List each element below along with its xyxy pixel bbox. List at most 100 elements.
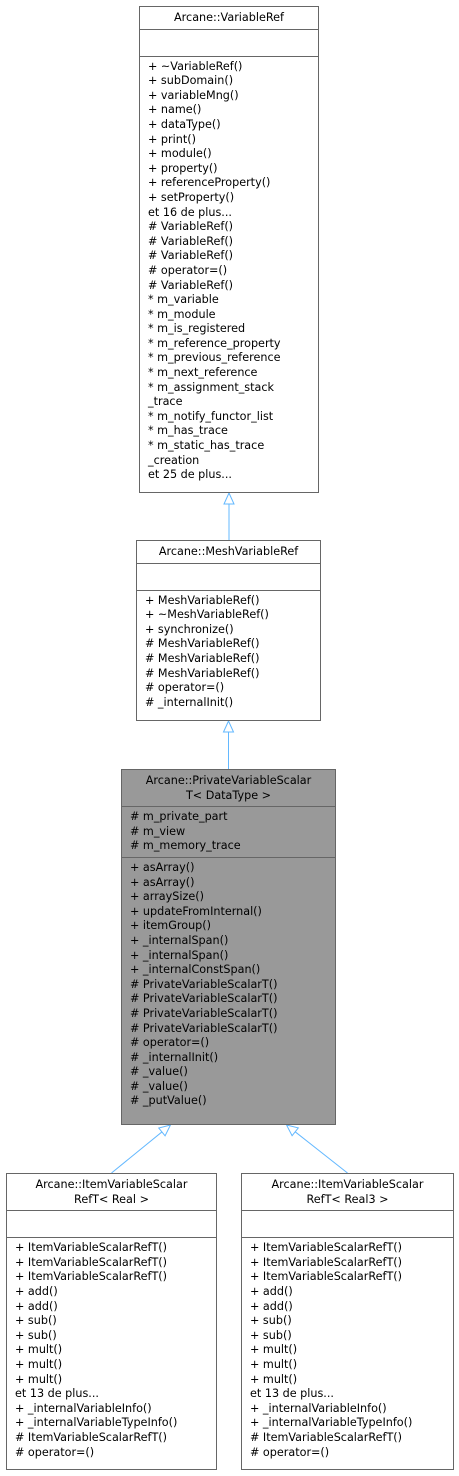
method-item: * m_is_registered <box>148 322 246 336</box>
method-item: # PrivateVariableScalarT() <box>130 1021 278 1035</box>
class-attributes <box>137 562 320 590</box>
method-item: # operator=() <box>15 1445 95 1459</box>
method-item: # operator=() <box>145 681 225 695</box>
method-item: + mult() <box>250 1343 298 1357</box>
class-name-line: Arcane::MeshVariableRef <box>158 545 299 558</box>
method-item: # _internalInit() <box>145 695 234 709</box>
method-item: + sub() <box>250 1314 292 1328</box>
class-name-line: RefT< Real3 > <box>306 1192 389 1206</box>
method-item: # MeshVariableRef() <box>145 637 260 651</box>
method-item: # operator=() <box>250 1445 330 1459</box>
method-item: # operator=() <box>148 263 228 277</box>
class-name-line: Arcane::PrivateVariableScalar <box>145 774 312 787</box>
method-item: et 13 de plus... <box>250 1387 334 1401</box>
method-item: # VariableRef() <box>148 278 234 292</box>
method-item: # PrivateVariableScalarT() <box>130 992 278 1006</box>
method-item: # VariableRef() <box>148 234 234 248</box>
inheritance-arrowhead <box>285 1124 300 1137</box>
method-item: * m_assignment_stack <box>148 380 275 394</box>
method-item: + ~VariableRef() <box>148 59 243 73</box>
method-item: + variableMng() <box>148 88 239 102</box>
method-item: + add() <box>250 1284 293 1298</box>
method-item: + _internalVariableInfo() <box>15 1401 152 1415</box>
method-item: * m_has_trace <box>148 424 228 438</box>
class-title: Arcane::VariableRef <box>140 7 318 29</box>
method-item: + _internalVariableInfo() <box>250 1401 387 1415</box>
method-item: _creation <box>148 453 200 467</box>
method-item: # PrivateVariableScalarT() <box>130 977 278 991</box>
method-item: + _internalVariableTypeInfo() <box>15 1416 178 1430</box>
method-item: + _internalSpan() <box>130 948 229 962</box>
method-item: + print() <box>148 132 196 146</box>
method-item: + asArray() <box>130 860 195 874</box>
method-item: + dataType() <box>148 117 221 131</box>
class-node-variable-ref[interactable]: Arcane::VariableRef + ~VariableRef()+ su… <box>139 6 319 493</box>
method-item: + sub() <box>15 1328 57 1342</box>
method-item: + add() <box>250 1299 293 1313</box>
inheritance-arrowhead <box>222 719 235 733</box>
method-item: + _internalVariableTypeInfo() <box>250 1416 413 1430</box>
method-item: # PrivateVariableScalarT() <box>130 1006 278 1020</box>
method-item: + add() <box>15 1284 58 1298</box>
class-attributes <box>140 28 318 56</box>
attribute-item: # m_private_part <box>130 810 228 824</box>
method-item: + ItemVariableScalarRefT() <box>250 1270 403 1284</box>
attribute-item: # m_view <box>130 824 186 838</box>
method-item: # VariableRef() <box>148 249 234 263</box>
method-item: # ItemVariableScalarRefT() <box>15 1430 168 1444</box>
method-item: # _internalInit() <box>130 1050 219 1064</box>
class-methods: + asArray()+ asArray()+ arraySize()+ upd… <box>122 856 335 1112</box>
method-item: + ItemVariableScalarRefT() <box>15 1241 168 1255</box>
method-item: + arraySize() <box>130 890 204 904</box>
method-item: # MeshVariableRef() <box>145 666 260 680</box>
method-item: et 16 de plus... <box>148 205 232 219</box>
class-attributes: # m_private_part# m_view# m_memory_trace <box>122 806 335 857</box>
class-node-mesh-variable-ref[interactable]: Arcane::MeshVariableRef + MeshVariableRe… <box>136 540 321 721</box>
method-item: et 13 de plus... <box>15 1387 99 1401</box>
method-item: + mult() <box>15 1372 63 1386</box>
inheritance-arrowhead <box>157 1124 172 1137</box>
method-item: + synchronize() <box>145 622 234 636</box>
class-name-line: RefT< Real > <box>74 1192 149 1206</box>
method-item: + setProperty() <box>148 190 235 204</box>
class-methods: + MeshVariableRef()+ ~MeshVariableRef()+… <box>137 589 320 714</box>
method-item: # MeshVariableRef() <box>145 651 260 665</box>
method-item: + sub() <box>15 1314 57 1328</box>
method-item: * m_variable <box>148 293 219 307</box>
method-item: + property() <box>148 161 218 175</box>
method-item: et 25 de plus... <box>148 468 232 482</box>
class-name-line: Arcane::ItemVariableScalar <box>271 1178 424 1191</box>
method-item: # operator=() <box>130 1036 210 1050</box>
method-item: + mult() <box>250 1357 298 1371</box>
method-item: * m_previous_reference <box>148 351 281 365</box>
class-methods: + ~VariableRef()+ subDomain()+ variableM… <box>140 55 318 486</box>
method-item: + mult() <box>250 1372 298 1386</box>
class-name-line: Arcane::ItemVariableScalar <box>35 1178 188 1191</box>
method-item: + add() <box>15 1299 58 1313</box>
method-item: + name() <box>148 103 202 117</box>
class-methods: + ItemVariableScalarRefT() + ItemVariable… <box>7 1237 216 1463</box>
method-item: * m_next_reference <box>148 366 258 380</box>
method-item: * m_notify_functor_list <box>148 409 274 423</box>
attribute-item: # m_memory_trace <box>130 839 241 853</box>
method-item: + asArray() <box>130 875 195 889</box>
method-item: # _putValue() <box>130 1094 207 1108</box>
method-item: + ItemVariableScalarRefT() <box>15 1270 168 1284</box>
method-item: + _internalSpan() <box>130 933 229 947</box>
method-item: + module() <box>148 147 212 161</box>
method-item: + ItemVariableScalarRefT() <box>250 1255 403 1269</box>
method-item: + itemGroup() <box>130 919 211 933</box>
method-item: + subDomain() <box>148 74 234 88</box>
method-item: # _value() <box>130 1065 188 1079</box>
inheritance-edge <box>285 1124 348 1174</box>
method-item: # VariableRef() <box>148 220 234 234</box>
method-item: _trace <box>148 395 183 409</box>
class-attributes <box>242 1210 453 1237</box>
